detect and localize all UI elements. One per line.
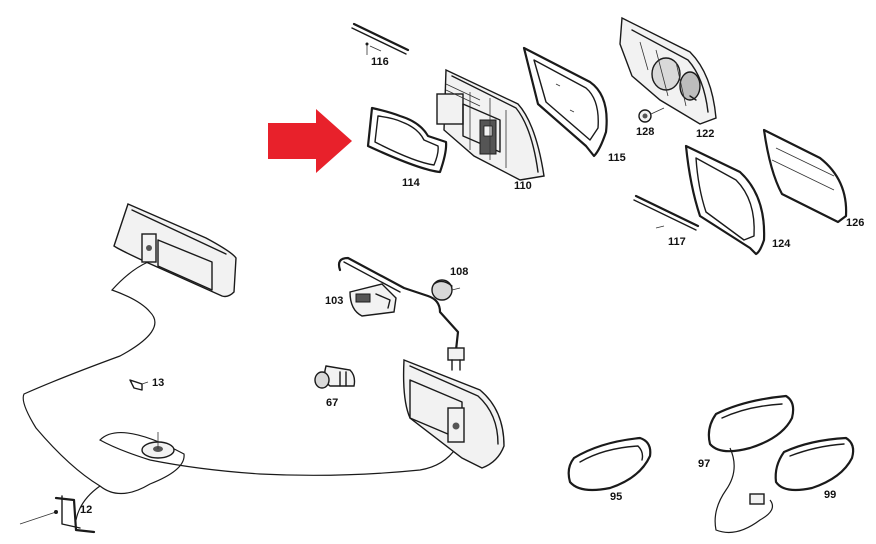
- label-108: 108: [450, 266, 468, 278]
- label-126: 126: [846, 217, 864, 229]
- part-99-reflector: [774, 436, 855, 492]
- label-116: 116: [371, 56, 389, 68]
- part-114-gasket: [366, 106, 448, 174]
- label-128: 128: [636, 126, 654, 138]
- part-117-trim-strip: [633, 194, 700, 231]
- label-67: 67: [326, 397, 338, 409]
- left-lamp-assembly: [113, 203, 237, 298]
- part-95-reflector: [567, 436, 652, 492]
- harness-grommet: [141, 432, 175, 459]
- label-122: 122: [696, 128, 714, 140]
- label-117: 117: [668, 236, 686, 248]
- red-arrow-icon: [268, 109, 352, 173]
- part-67-bulb-socket: [314, 365, 356, 389]
- part-103-license-lamp: [337, 256, 465, 371]
- label-124: 124: [772, 238, 791, 250]
- part-116-trim-strip: [351, 22, 410, 55]
- part-110-lamp-housing: [436, 68, 545, 181]
- part-108-bulb: [431, 279, 461, 301]
- right-lamp-assembly: [402, 358, 505, 469]
- label-13: 13: [152, 377, 164, 389]
- part-122-rear-lamp: [619, 16, 717, 125]
- label-110: 110: [514, 180, 532, 192]
- highlight-arrow: [268, 109, 352, 173]
- wiring-harness: [22, 261, 457, 521]
- label-95: 95: [610, 491, 622, 503]
- part-13-clip: [129, 379, 149, 391]
- label-115: 115: [608, 152, 626, 164]
- part-12-bracket: [19, 495, 96, 534]
- part-97-reflector: [707, 394, 795, 533]
- part-128-grommet: [638, 107, 665, 123]
- part-labels: 116 114 110 115 128 122 126 117 124 108 …: [80, 56, 864, 516]
- label-12: 12: [80, 504, 92, 516]
- part-124-lens-frame: [684, 144, 766, 256]
- part-126-lens: [762, 128, 848, 224]
- label-103: 103: [325, 295, 343, 307]
- label-114: 114: [402, 177, 421, 189]
- label-99: 99: [824, 489, 836, 501]
- label-97: 97: [698, 458, 710, 470]
- part-115-frame: [522, 46, 608, 158]
